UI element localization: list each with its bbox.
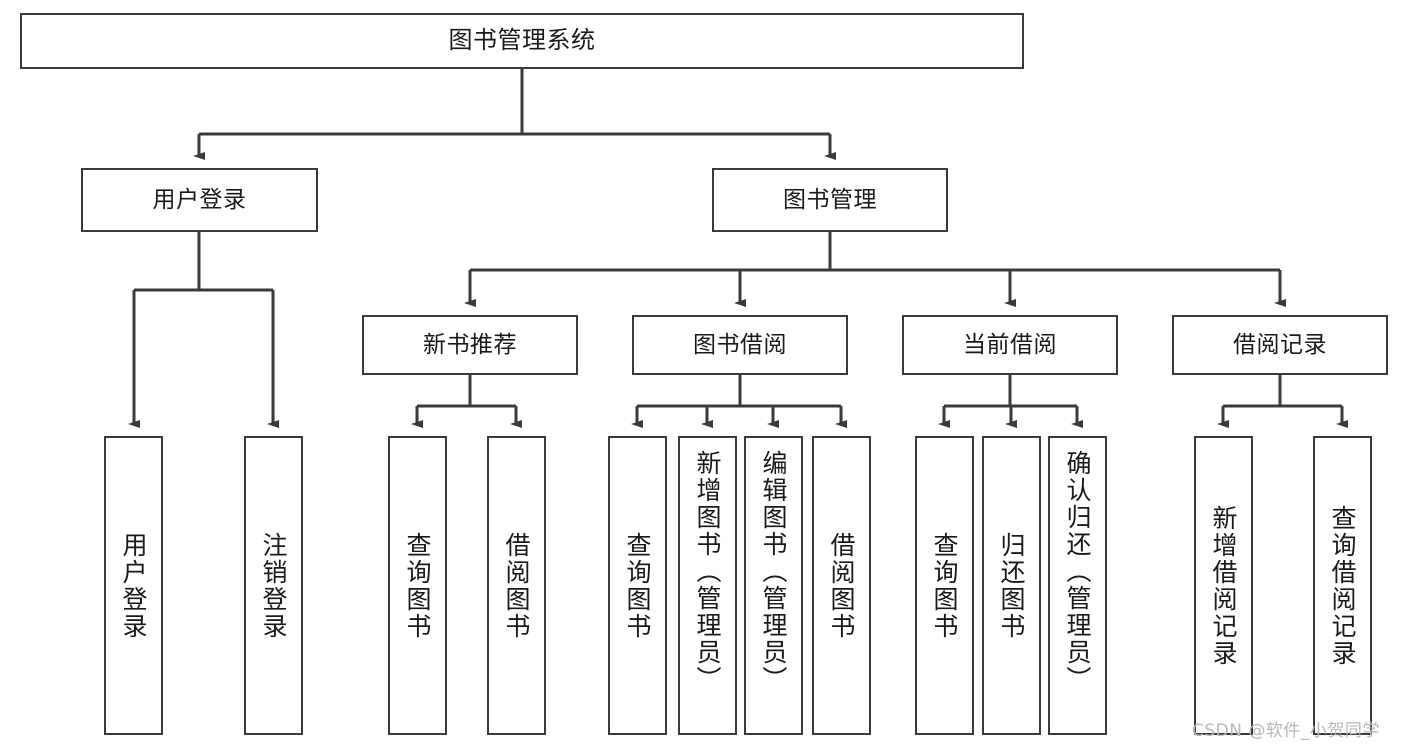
node-leaf-confirm-return[interactable]: 确认归还（管理员） <box>1048 436 1107 735</box>
node-leaf-query-book-2-label: 查询图书 <box>623 531 652 640</box>
node-leaf-add-record-label: 新增借阅记录 <box>1209 504 1238 667</box>
node-borrow-record[interactable]: 借阅记录 <box>1172 315 1388 375</box>
node-book-borrow-label: 图书借阅 <box>693 331 787 358</box>
node-leaf-query-book-2[interactable]: 查询图书 <box>608 436 667 735</box>
node-leaf-user-login-label: 用户登录 <box>119 531 148 640</box>
node-book-management[interactable]: 图书管理 <box>712 168 948 232</box>
node-borrow-record-label: 借阅记录 <box>1233 331 1327 358</box>
node-leaf-edit-book-label: 编辑图书（管理员） <box>759 450 788 693</box>
node-book-borrow[interactable]: 图书借阅 <box>632 315 848 375</box>
node-leaf-edit-book[interactable]: 编辑图书（管理员） <box>744 436 803 735</box>
node-leaf-return-book[interactable]: 归还图书 <box>982 436 1041 735</box>
node-leaf-confirm-return-label: 确认归还（管理员） <box>1063 450 1092 693</box>
node-root[interactable]: 图书管理系统 <box>20 13 1024 69</box>
node-leaf-add-book[interactable]: 新增图书（管理员） <box>678 436 737 735</box>
node-leaf-query-book-3-label: 查询图书 <box>930 531 959 640</box>
node-root-label: 图书管理系统 <box>448 26 596 55</box>
node-new-book-recommend-label: 新书推荐 <box>423 331 517 358</box>
node-user-login[interactable]: 用户登录 <box>81 168 318 232</box>
node-leaf-query-record[interactable]: 查询借阅记录 <box>1313 436 1372 735</box>
node-user-login-label: 用户登录 <box>152 186 247 213</box>
node-leaf-return-book-label: 归还图书 <box>997 531 1026 640</box>
node-current-borrow[interactable]: 当前借阅 <box>902 315 1118 375</box>
node-current-borrow-label: 当前借阅 <box>963 331 1057 358</box>
node-book-management-label: 图书管理 <box>783 186 877 213</box>
node-leaf-add-book-label: 新增图书（管理员） <box>693 450 722 693</box>
node-leaf-user-login[interactable]: 用户登录 <box>104 436 163 735</box>
node-leaf-query-book-1-label: 查询图书 <box>403 531 432 640</box>
node-leaf-query-book-3[interactable]: 查询图书 <box>915 436 974 735</box>
node-leaf-borrow-book-2[interactable]: 借阅图书 <box>812 436 871 735</box>
node-leaf-query-record-label: 查询借阅记录 <box>1328 504 1357 667</box>
node-leaf-borrow-book-2-label: 借阅图书 <box>827 531 856 640</box>
watermark: CSDN @软件_小贺同学 <box>1192 721 1380 741</box>
node-leaf-logout[interactable]: 注销登录 <box>244 436 303 735</box>
node-leaf-borrow-book-1[interactable]: 借阅图书 <box>487 436 546 735</box>
node-leaf-query-book-1[interactable]: 查询图书 <box>388 436 447 735</box>
node-leaf-logout-label: 注销登录 <box>259 531 288 640</box>
node-new-book-recommend[interactable]: 新书推荐 <box>362 315 578 375</box>
node-leaf-add-record[interactable]: 新增借阅记录 <box>1194 436 1253 735</box>
node-leaf-borrow-book-1-label: 借阅图书 <box>502 531 531 640</box>
